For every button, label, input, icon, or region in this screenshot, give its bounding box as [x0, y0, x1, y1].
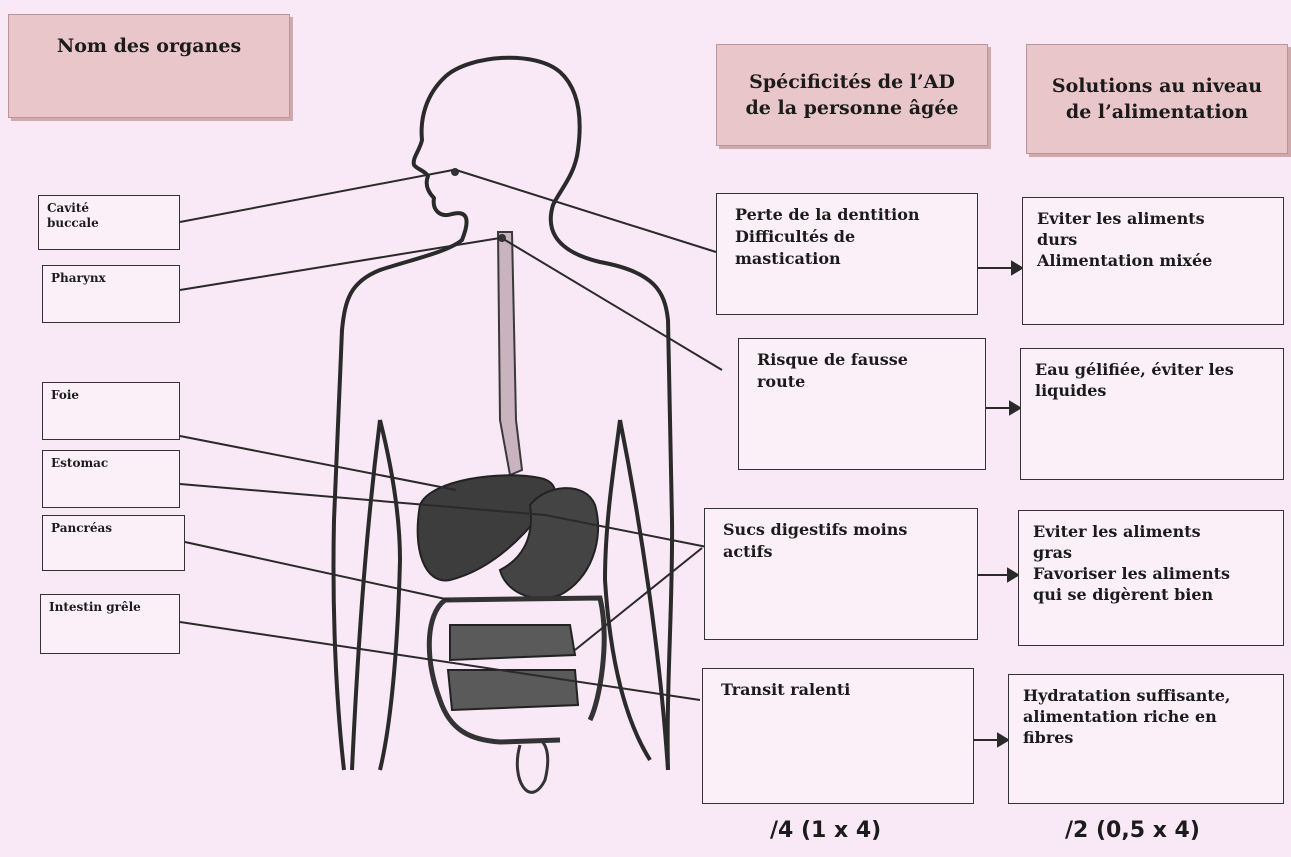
- organ-box-intestin-grele: Intestin grêle: [40, 594, 180, 654]
- organ-box-pancreas: Pancréas: [42, 515, 185, 571]
- spec-box-sucs-digestifs: Sucs digestifs moins actifs: [704, 508, 978, 640]
- spec-box-transit: Transit ralenti: [702, 668, 974, 804]
- organ-box-pharynx: Pharynx: [42, 265, 180, 323]
- esophagus: [498, 232, 522, 475]
- organ-box-estomac: Estomac: [42, 450, 180, 508]
- score-solutions: /2 (0,5 x 4): [1065, 818, 1200, 843]
- solution-box-4: Hydratation suffisante, alimentation ric…: [1008, 674, 1284, 804]
- intestines: [448, 625, 578, 710]
- organ-box-foie: Foie: [42, 382, 180, 440]
- score-specificities: /4 (1 x 4): [770, 818, 881, 843]
- spec-box-dentition: Perte de la dentition Difficultés de mas…: [716, 193, 978, 315]
- spec-box-fausse-route: Risque de fausse route: [738, 338, 986, 470]
- solution-box-2: Eau gélifiée, éviter les liquides: [1020, 348, 1284, 480]
- organ-connectors: [180, 170, 722, 700]
- solution-box-1: Eviter les aliments durs Alimentation mi…: [1022, 197, 1284, 325]
- rectum: [517, 740, 547, 792]
- organ-box-cavite-buccale: Cavité buccale: [38, 195, 180, 250]
- left-arm: [352, 420, 400, 770]
- solution-box-3: Eviter les aliments gras Favoriser les a…: [1018, 510, 1284, 646]
- right-arm: [605, 420, 668, 770]
